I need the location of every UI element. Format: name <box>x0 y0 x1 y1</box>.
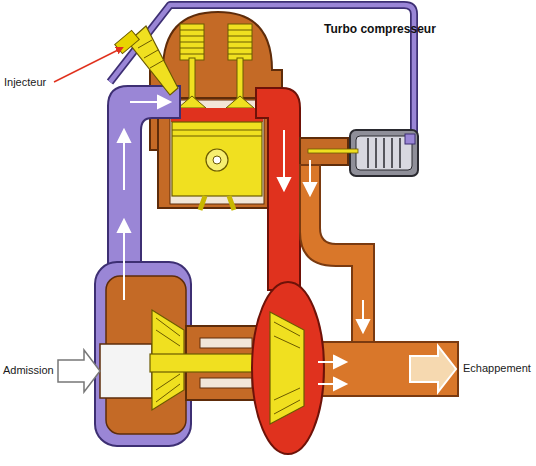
piston <box>172 122 262 210</box>
combustion-chamber <box>171 108 263 122</box>
intake-flow-arrow <box>58 350 100 392</box>
part-label: Injecteur <box>4 76 46 89</box>
leader-line <box>54 48 122 82</box>
injector <box>115 26 178 95</box>
part-label: Admission <box>3 364 54 377</box>
part-label: Echappement <box>463 362 531 375</box>
exhaust-flow-arrow <box>410 346 456 392</box>
exhaust-manifold <box>256 88 300 290</box>
diagram-title: Turbo compresseur <box>324 22 436 36</box>
wastegate-actuator <box>308 130 418 176</box>
flow-arrows <box>118 96 369 390</box>
valves <box>178 58 254 108</box>
turbine <box>252 282 324 454</box>
valve-springs <box>180 24 252 60</box>
cylinder-bore <box>170 100 264 204</box>
